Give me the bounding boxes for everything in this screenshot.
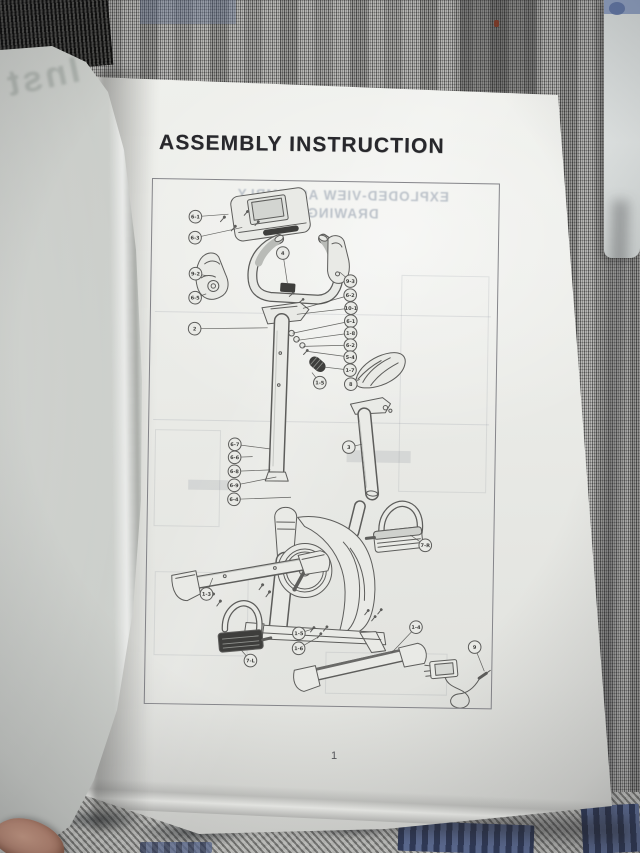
svg-text:1-4: 1-4 xyxy=(411,625,421,631)
left-lever xyxy=(195,252,229,300)
svg-text:7-L: 7-L xyxy=(246,658,256,664)
placemat-blue-patch xyxy=(140,842,212,853)
part-callout: 3 xyxy=(341,440,362,454)
part-callout: 5-4 xyxy=(308,350,358,364)
svg-text:7-R: 7-R xyxy=(421,543,431,549)
part-callout: 1-5 xyxy=(311,372,327,390)
svg-text:10-1: 10-1 xyxy=(345,306,358,312)
part-callout: 7-R xyxy=(410,534,433,553)
part-callout: 9-2 xyxy=(188,266,208,281)
handlebar-post xyxy=(261,301,310,482)
front-stabilizer xyxy=(171,550,331,607)
svg-text:1-6: 1-6 xyxy=(294,646,304,652)
part-callout: 6-3 xyxy=(188,227,243,245)
console-monitor xyxy=(230,187,311,242)
part-callout: 9-3 xyxy=(339,271,358,288)
part-callout: 1-4 xyxy=(391,620,423,654)
seat-post xyxy=(349,397,393,501)
part-callout: 4 xyxy=(276,246,290,284)
part-callout: 7-L xyxy=(241,650,258,668)
cover-show-through-text: Inst xyxy=(0,48,84,105)
part-callout: 6-5 xyxy=(188,290,207,305)
power-adapter xyxy=(423,659,491,709)
svg-text:8: 8 xyxy=(349,382,353,388)
svg-text:2: 2 xyxy=(193,326,197,332)
svg-text:6-6: 6-6 xyxy=(230,455,240,461)
console-screws xyxy=(219,210,260,232)
svg-text:6-8: 6-8 xyxy=(230,469,240,475)
svg-text:6-4: 6-4 xyxy=(229,497,239,503)
right-pedal xyxy=(364,500,424,553)
part-callout: 6-9 xyxy=(227,476,277,493)
part-callout: 1-3 xyxy=(199,577,214,601)
diagram-border-box: EXPLODED-VIEW ASSEMBLY DRAWING xyxy=(143,178,500,710)
svg-text:6-7: 6-7 xyxy=(230,442,240,448)
part-callout: 6-2 xyxy=(303,338,358,352)
svg-text:1-8: 1-8 xyxy=(346,331,356,337)
svg-text:1-5: 1-5 xyxy=(294,631,304,637)
part-callout: 1-5 xyxy=(292,626,315,641)
part-callout: 1-8 xyxy=(297,326,358,341)
part-callout: 6-1 xyxy=(188,209,229,224)
svg-text:5-4: 5-4 xyxy=(346,355,356,361)
svg-text:3: 3 xyxy=(347,445,351,451)
part-callout: 1-6 xyxy=(291,636,319,656)
part-callout: 9 xyxy=(467,640,485,672)
left-pedal xyxy=(217,600,273,653)
part-callout: 6-1 xyxy=(292,314,358,334)
rear-stabilizer xyxy=(293,608,427,692)
part-callout: 6-7 xyxy=(228,437,270,452)
svg-text:1-7: 1-7 xyxy=(345,368,355,374)
background-object xyxy=(604,0,640,258)
part-callout: 6-4 xyxy=(227,492,292,507)
placemat-red-speck xyxy=(494,20,499,27)
exploded-diagram-art xyxy=(171,187,491,709)
svg-text:6-1: 6-1 xyxy=(191,214,201,220)
svg-text:9-3: 9-3 xyxy=(346,279,356,285)
part-callout: 2 xyxy=(187,321,268,336)
page-title: ASSEMBLY INSTRUCTION xyxy=(158,131,445,158)
part-callout: 10-1 xyxy=(296,301,358,315)
part-callout: 6-8 xyxy=(227,464,271,479)
svg-text:6-3: 6-3 xyxy=(190,235,200,241)
svg-text:1-5: 1-5 xyxy=(315,380,325,386)
page-number: 1 xyxy=(330,750,338,762)
part-callout: 1-7 xyxy=(321,363,357,377)
svg-text:6-5: 6-5 xyxy=(191,295,201,301)
placemat-blue-hint xyxy=(140,0,236,24)
callout-layer: 6-1 6-3 9-2 6-5 2 4 9-3 6-2 10-1 6-1 1-8 6-2 5-4 1-7 1… xyxy=(187,209,485,672)
svg-text:9-2: 9-2 xyxy=(191,271,201,277)
saddle-seat xyxy=(355,352,406,389)
right-lever xyxy=(327,235,350,284)
svg-text:6-2: 6-2 xyxy=(346,343,356,349)
clamp-hardware xyxy=(288,291,326,373)
svg-text:4: 4 xyxy=(281,251,285,257)
svg-text:6-9: 6-9 xyxy=(230,483,240,489)
part-callout: 6-6 xyxy=(227,450,253,465)
svg-text:9: 9 xyxy=(473,645,477,651)
part-callout: 8 xyxy=(343,377,361,391)
svg-text:6-2: 6-2 xyxy=(346,293,356,299)
svg-text:6-1: 6-1 xyxy=(346,319,356,325)
part-callout: 6-2 xyxy=(302,288,357,309)
svg-text:1-3: 1-3 xyxy=(202,592,212,598)
